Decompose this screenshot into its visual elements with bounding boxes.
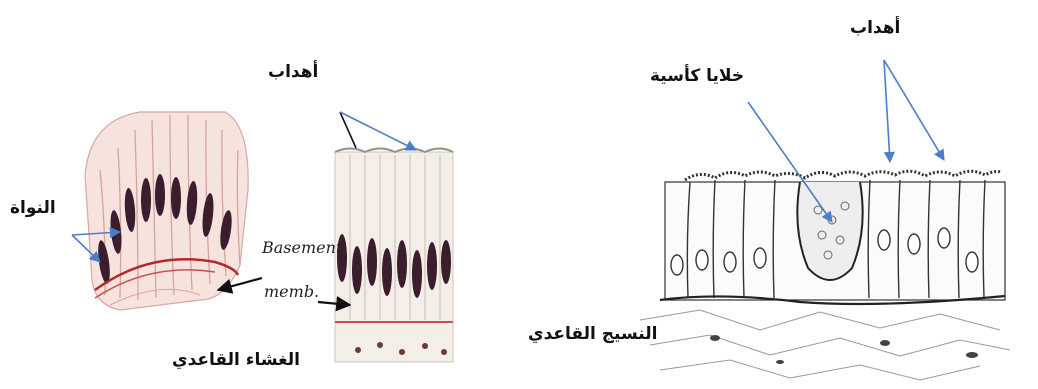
label-goblet-cells: خلايا كأسية [650,66,744,86]
label-cilia-left: أهداب [268,62,318,82]
arrow-cilia-left-a [340,112,356,148]
arrow-cilia-right-a [884,60,890,162]
arrow-cilia-left-b [340,112,416,150]
label-cilia-right: أهداب [850,18,900,38]
fan-epithelium [85,112,248,310]
arrow-cilia-right-b [884,60,944,160]
goblet-epithelium [640,171,1010,380]
label-basement-en-2: memb. [264,282,319,301]
columnar-epithelium [335,149,453,363]
label-nucleus: النواة [10,198,56,218]
goblet-cell [797,182,862,280]
label-basement-en-1: Basement [262,238,342,257]
label-underlying-tissue: النسيج القاعدي [528,324,657,344]
label-basement-membrane-ar: الغشاء القاعدي [172,350,300,370]
